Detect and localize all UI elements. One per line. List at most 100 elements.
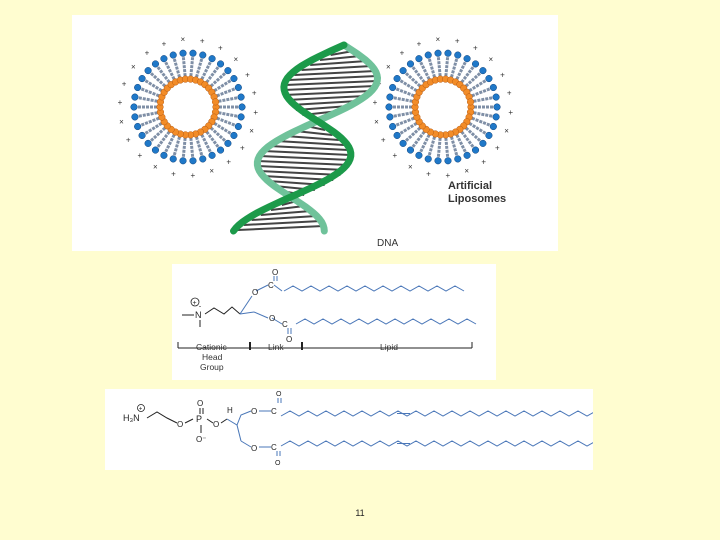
lipid-tail [444, 56, 450, 77]
carbon-lower: C [282, 320, 288, 329]
lipid-tail [149, 126, 167, 143]
outer-lipid-head [224, 67, 232, 75]
dna-base-pair [283, 85, 376, 91]
dna-base-pair [259, 155, 351, 161]
oxygen-lower: O [251, 444, 257, 453]
dna-base-pair [319, 55, 361, 61]
glycerol-bonds [226, 398, 282, 456]
label-link: Link [268, 342, 284, 352]
liposome-dna-illustration: +×++×++×++×++×++×++×++ +×++×++×++×++×++×… [72, 15, 558, 251]
outer-lipid-head [424, 155, 432, 163]
phosphorus-atom: P [196, 414, 202, 424]
oxygen-carbonyl-lower: O [275, 460, 281, 467]
outer-lipid-head [189, 49, 197, 57]
lipid-tail [450, 57, 459, 78]
charge-mark: × [181, 35, 186, 44]
lipid-tail [468, 122, 488, 136]
outer-lipid-head [385, 103, 393, 111]
link-bonds [239, 276, 292, 334]
caption-liposomes: Liposomes [448, 193, 506, 205]
outer-lipid-head [216, 146, 225, 154]
outer-lipid-head [160, 55, 168, 63]
liposome-dna-svg: +×++×++×++×++×++×++×++ +×++×++×++×++×++×… [118, 35, 514, 249]
slide-number: 11 [355, 508, 365, 518]
charge-mark: × [504, 127, 509, 136]
lipid-tail [213, 78, 233, 92]
charge-mark: + [253, 108, 258, 117]
lipid-tail [195, 136, 204, 157]
outer-lipid-head [463, 151, 471, 159]
outer-lipid-head [389, 122, 397, 131]
dna-base-pair [285, 135, 339, 141]
outer-lipid-head [386, 113, 394, 121]
outer-lipid-head [230, 131, 238, 139]
outer-lipid-head [454, 51, 462, 59]
lipid-tail [411, 65, 426, 84]
oxygen-upper: O [252, 288, 258, 297]
label-head: Head [202, 352, 223, 362]
dna-base-pair [243, 220, 321, 226]
lipid-tail [460, 130, 475, 149]
oxygen-bridge: O [213, 420, 219, 429]
lipid-tail [411, 130, 426, 149]
fatty-acid-chain-upper [280, 410, 593, 417]
head-bonds [146, 408, 228, 433]
lipid-tail [460, 65, 475, 84]
dna-strand-a [253, 41, 382, 235]
outer-lipid-head [238, 103, 246, 111]
inner-lipid-head [211, 98, 220, 106]
dna-label: DNA [377, 238, 398, 249]
dna-base-pair [286, 95, 366, 101]
outer-lipid-head [471, 60, 480, 68]
lipid-tail [205, 130, 220, 149]
hydrogen-atom: H [227, 406, 233, 415]
outer-lipid-head [230, 75, 238, 83]
lipid-tail [404, 126, 422, 143]
lipid-tail [436, 56, 442, 77]
lipid-tail [218, 111, 239, 118]
segment-brackets [177, 342, 473, 350]
lipid-tail [450, 136, 459, 157]
lipid-tail [404, 71, 422, 88]
outer-lipid-head [463, 55, 471, 63]
outer-lipid-head [199, 155, 207, 163]
dna-strand-b [230, 41, 355, 235]
dna-base-pair [270, 205, 305, 211]
fatty-acid-chain-lower [280, 440, 593, 447]
charge-mark: + [507, 88, 512, 97]
dna-base-pair [251, 215, 317, 221]
charge-mark: + [417, 39, 422, 48]
charge-mark: + [495, 144, 500, 153]
outer-lipid-head [151, 60, 160, 68]
dna-base-pair [301, 65, 372, 71]
lipid-tail [149, 71, 167, 88]
lipid-tail [473, 96, 494, 103]
dna-base-pair [257, 165, 346, 171]
outer-lipid-head [389, 83, 397, 92]
lipid-tail [205, 65, 220, 84]
outer-lipid-head [131, 93, 139, 101]
charge-mark: + [445, 171, 450, 180]
charge-mark: + [245, 70, 250, 79]
outer-lipid-head [393, 75, 401, 83]
lipid-tail [137, 111, 158, 118]
charge-mark: + [373, 98, 378, 107]
dna-base-pair [269, 145, 349, 151]
lipid-tail [436, 137, 442, 158]
lipid-tail [444, 137, 450, 158]
lipid-tail [200, 60, 213, 80]
outer-lipid-head [485, 75, 493, 83]
lipid-tail [471, 116, 492, 127]
outer-lipid-head [138, 75, 146, 83]
outer-lipid-head [386, 93, 394, 101]
charge-mark: × [209, 167, 214, 176]
charge-mark: × [234, 55, 239, 64]
liposome-left: +×++×++×++×++×++×++×++ [118, 35, 259, 180]
caption-artificial: Artificial [448, 180, 492, 192]
plus-charge: + [193, 300, 197, 307]
head-bonds [182, 306, 241, 327]
charge-mark: + [126, 136, 131, 145]
lipid-tail [455, 134, 468, 154]
charge-mark: + [426, 169, 431, 178]
outer-lipid-head [493, 103, 501, 111]
